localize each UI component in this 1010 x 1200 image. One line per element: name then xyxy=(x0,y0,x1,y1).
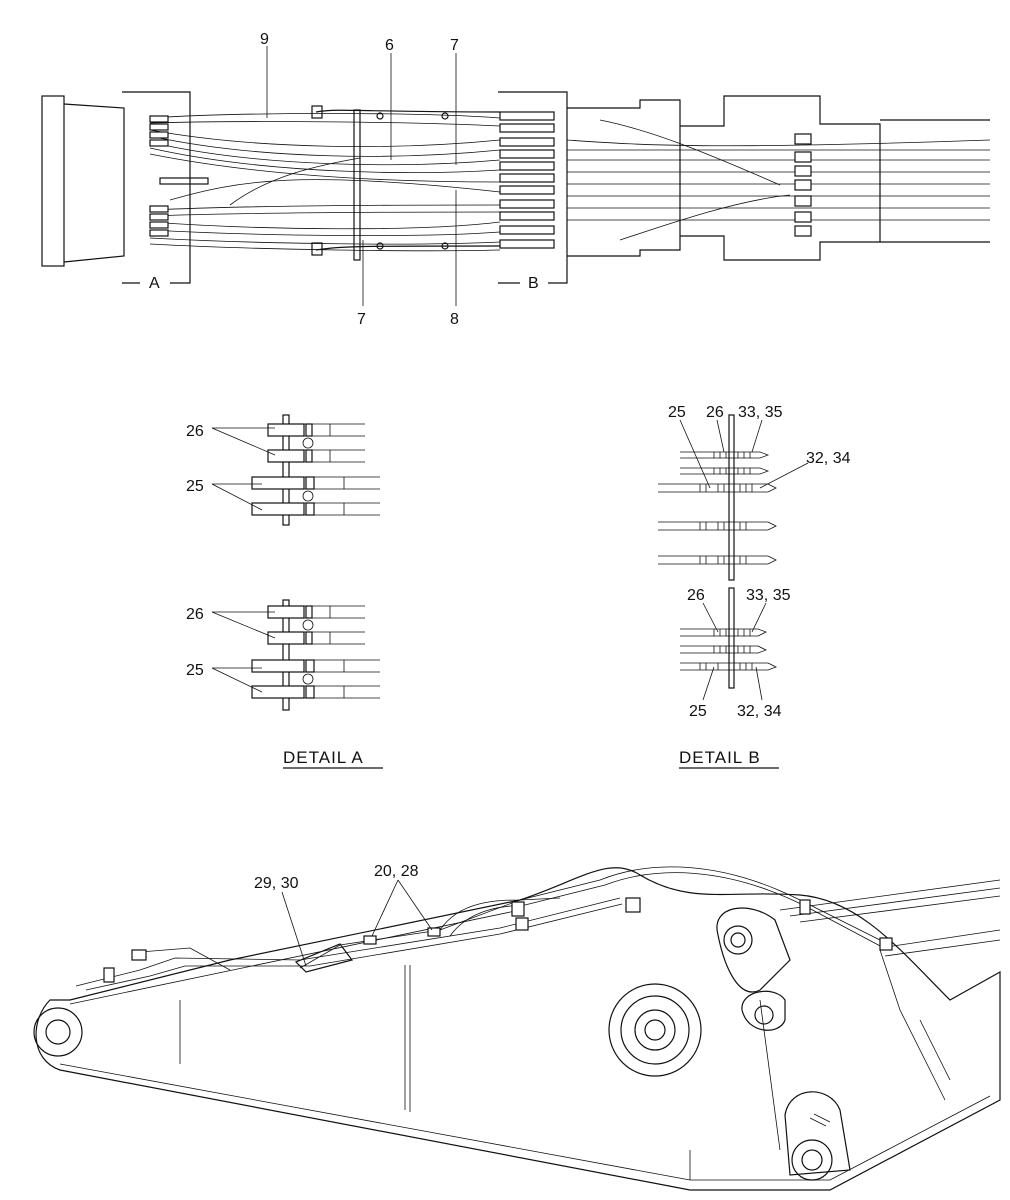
leader-29-30 xyxy=(281,891,307,967)
leader-a-upper-25 xyxy=(211,483,263,511)
lower-bracket-pin xyxy=(754,1005,774,1025)
fittings-right xyxy=(794,133,812,237)
lower-bracket xyxy=(741,990,786,1031)
hose-bundle-upper xyxy=(149,113,501,183)
top-view: 9 6 7 7 8 A B xyxy=(41,31,991,328)
callout-b-bottom-33-35: 33, 35 xyxy=(746,587,791,604)
leader-b-top-26 xyxy=(716,419,725,453)
top-clip xyxy=(376,112,384,120)
boom-cylinder-boss-ring xyxy=(620,995,690,1065)
fittings-box-a xyxy=(149,115,169,237)
detail-a-upper-plate xyxy=(282,414,290,526)
callout-20-28: 20, 28 xyxy=(374,863,419,880)
boom-cylinder-pin xyxy=(634,1009,676,1051)
leader-a-lower-26 xyxy=(211,611,276,639)
bottom-clip-2 xyxy=(441,242,449,250)
top-clip-2 xyxy=(441,112,449,120)
detail-a-box xyxy=(122,91,191,284)
leader-a-upper-26 xyxy=(211,427,276,456)
bottom-pipe-end xyxy=(311,242,323,256)
arm-cylinder-pin xyxy=(730,932,746,948)
callout-a-lower-25: 25 xyxy=(186,662,204,679)
callout-a-upper-26: 26 xyxy=(186,423,204,440)
arm-foot-pin-boss xyxy=(791,1139,833,1181)
bottom-clip xyxy=(376,242,384,250)
top-pipe xyxy=(315,109,501,113)
arm-foot-bracket xyxy=(784,1091,851,1176)
leader-b-bottom-33-35 xyxy=(751,602,767,633)
callout-b-top-26: 26 xyxy=(706,404,724,421)
top-pipe-end xyxy=(311,105,323,119)
detail-a-lower-fittings xyxy=(251,605,380,699)
callout-9: 9 xyxy=(260,31,269,48)
leader-b-top-32-34 xyxy=(759,462,809,489)
detail-b-upper-hoses xyxy=(658,451,777,565)
zone-label-a: A xyxy=(149,275,160,292)
leader-b-top-25 xyxy=(679,419,711,489)
arm-cylinder-pin-boss xyxy=(723,925,753,955)
detail-b-title: DETAIL B xyxy=(679,748,761,767)
detail-b: 25 26 33, 35 32, 34 26 33, 35 25 32, 34 … xyxy=(658,404,851,769)
boom-foot-pin xyxy=(45,1019,71,1045)
right-frame xyxy=(567,99,681,257)
center-plate xyxy=(159,177,209,185)
boom-inner-edges xyxy=(59,909,991,1181)
boom-tail xyxy=(880,119,990,243)
callout-b-top-33-35: 33, 35 xyxy=(738,404,783,421)
leader-b-bottom-32-34 xyxy=(755,666,763,701)
callout-b-top-25: 25 xyxy=(668,404,686,421)
hose-bundle-lower xyxy=(149,157,501,252)
arm-foot-detail xyxy=(809,1113,831,1127)
callout-b-bottom-26: 26 xyxy=(687,587,705,604)
callout-8: 8 xyxy=(450,311,459,328)
leader-b-top-33-35 xyxy=(751,419,763,453)
callout-b-bottom-32-34: 32, 34 xyxy=(737,703,782,720)
arm-cylinder-bracket xyxy=(716,907,791,993)
boom-side-view: 29, 30 20, 28 xyxy=(33,863,1001,1191)
leader-b-bottom-25 xyxy=(702,666,715,701)
boom-hoses xyxy=(75,866,1001,1101)
mid-clamp-bar xyxy=(353,109,361,261)
detail-b-upper-plate xyxy=(728,414,735,581)
detail-b-lower-plate xyxy=(728,587,735,689)
leader-20-28 xyxy=(371,879,433,937)
boom-cylinder-boss xyxy=(608,983,702,1077)
callout-7-bottom: 7 xyxy=(357,311,366,328)
left-frame-outline xyxy=(63,103,125,263)
callout-7-top: 7 xyxy=(450,37,459,54)
bottom-pipe xyxy=(315,245,501,251)
callout-a-lower-26: 26 xyxy=(186,606,204,623)
hose-bundle-right xyxy=(566,119,991,241)
callout-b-bottom-25: 25 xyxy=(689,703,707,720)
detail-a: 26 25 26 25 DETAIL A xyxy=(186,414,383,769)
boom-clamps xyxy=(103,897,893,983)
boom-web-lines xyxy=(179,965,951,1180)
detail-a-upper-fittings xyxy=(251,423,380,516)
leader-a-lower-25 xyxy=(211,667,263,693)
boom-cylinder-pin-center xyxy=(644,1019,666,1041)
leader-b-bottom-26 xyxy=(702,602,719,633)
detail-b-lower-hoses xyxy=(680,628,777,671)
fittings-box-b xyxy=(499,111,555,249)
zone-label-b: B xyxy=(528,275,539,292)
boom-foot-pin-boss xyxy=(33,1007,83,1057)
detail-a-title: DETAIL A xyxy=(283,748,364,767)
callout-6: 6 xyxy=(385,37,394,54)
arm-foot-pin xyxy=(801,1149,823,1171)
callout-b-top-32-34: 32, 34 xyxy=(806,450,851,467)
detail-a-lower-plate xyxy=(282,599,290,711)
callout-29-30: 29, 30 xyxy=(254,875,299,892)
callout-a-upper-25: 25 xyxy=(186,478,204,495)
detail-b-box xyxy=(498,91,568,284)
right-frame-2 xyxy=(680,95,881,261)
left-end-cap xyxy=(41,95,65,267)
boom-outline xyxy=(35,867,1001,1191)
